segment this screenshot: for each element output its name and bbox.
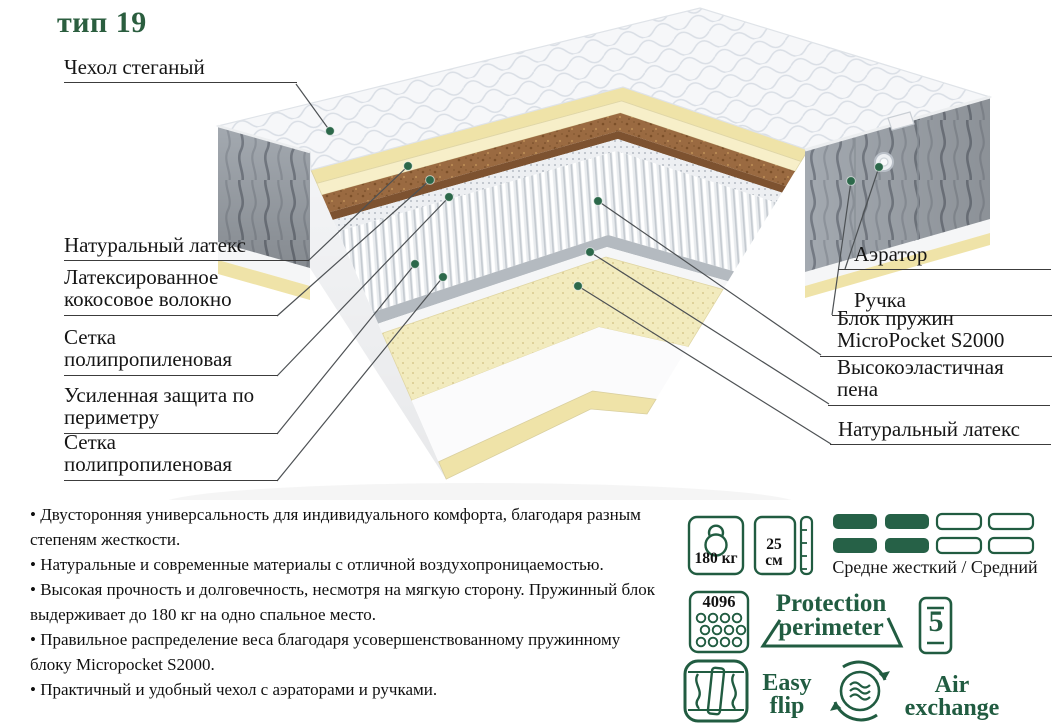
ruler-icon (799, 515, 814, 576)
side-panel-left (217, 124, 311, 268)
layer-label-aerator: Аэратор (838, 243, 1051, 271)
callout-dots (325, 126, 884, 291)
layer-label-handle: Ручка (832, 289, 1052, 317)
layer-label-perimeter-protection: Усиленная защита по периметру (64, 384, 278, 434)
layer-label-elastic-foam: Высокоэластичная пена (828, 356, 1050, 406)
max-weight-icon (687, 515, 745, 576)
easy-flip-word1: Easy (762, 670, 812, 696)
protection-perimeter-word1: Protection (775, 590, 887, 617)
zones-value: 5 (928, 605, 944, 638)
feature-list: • Двусторонняя универсальность для индив… (30, 502, 655, 702)
feature-item: • Натуральные и современные материалы с … (30, 555, 604, 574)
springs-count-value: 4096 (702, 592, 736, 611)
height-value: 25 (766, 536, 782, 553)
quilted-top (215, 7, 993, 171)
easy-flip-icon (683, 659, 749, 723)
layer-label-coconut-fiber: Латексированное кокосовое волокно (64, 266, 278, 316)
protection-perimeter-word2: perimeter (778, 614, 884, 641)
mattress-cutaway-illustration (168, 7, 993, 500)
layer-label-pp-mesh-top: Сетка полипропиленовая (64, 326, 278, 376)
easy-flip-word2: flip (769, 693, 805, 719)
page-title: тип 19 (57, 6, 147, 39)
layer-label-quilted-cover: Чехол стеганый (64, 56, 297, 84)
height-unit: см (765, 552, 783, 569)
layer-label-spring-block: Блок пружин MicroPocket S2000 (820, 307, 1052, 357)
firmness-scale (833, 512, 1035, 555)
layer-label-pp-mesh-bottom: Сетка полипропиленовая (64, 431, 278, 481)
firmness-caption: Средне жесткий / Средний (832, 557, 1038, 577)
layer-label-natural-latex-right: Натуральный латекс (830, 418, 1051, 446)
max-weight-value: 180 кг (694, 550, 738, 567)
air-exchange-icon (830, 660, 890, 722)
air-exchange-word1: Air (934, 672, 970, 698)
zones-icon (918, 596, 953, 655)
leader-lines (276, 83, 880, 482)
feature-item: • Правильное распределение веса благодар… (30, 630, 621, 674)
feature-item: • Двусторонняя универсальность для индив… (30, 505, 641, 549)
air-exchange-word2: exchange (904, 695, 1000, 721)
protection-perimeter-icon (760, 617, 904, 648)
handle (887, 111, 915, 131)
layer-label-natural-latex-left: Натуральный латекс (64, 234, 309, 262)
feature-item: • Высокая прочность и долговечность, нес… (30, 580, 655, 624)
feature-item: • Практичный и удобный чехол с аэраторам… (30, 680, 438, 699)
springs-count-icon (688, 590, 750, 654)
height-icon (753, 515, 797, 576)
